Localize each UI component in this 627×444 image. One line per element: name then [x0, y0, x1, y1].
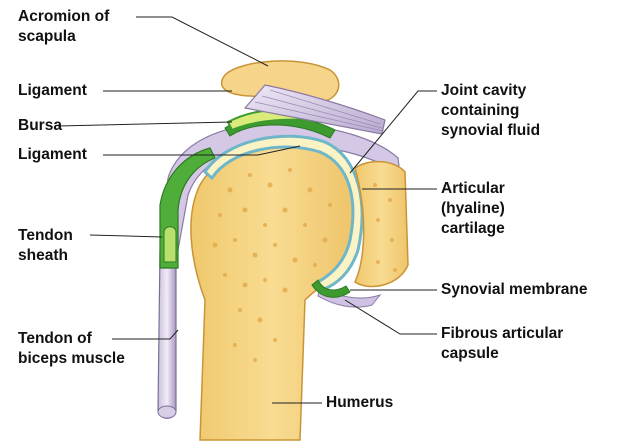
label-humerus: Humerus [326, 393, 393, 413]
label-articular-cartilage: Articular(hyaline)cartilage [441, 179, 505, 239]
label-synovial-membrane: Synovial membrane [441, 280, 587, 300]
biceps-tendon-end [158, 406, 176, 418]
leader-acromion [136, 17, 268, 66]
leader-bursa [58, 122, 232, 126]
label-bursa: Bursa [18, 116, 62, 136]
tendon-sheath-inner [164, 227, 176, 262]
leader-tendon-sheath [90, 235, 162, 237]
glenoid [355, 162, 408, 287]
biceps-tendon [158, 250, 176, 418]
label-ligament-upper: Ligament [18, 81, 87, 101]
label-ligament-lower: Ligament [18, 145, 87, 165]
